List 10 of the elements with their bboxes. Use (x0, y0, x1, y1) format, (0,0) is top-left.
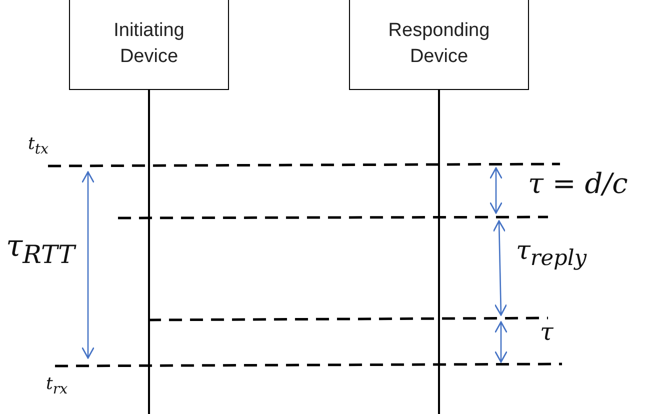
device-label: Responding Device (387, 19, 491, 69)
time-label: t$_{rx}$ (46, 376, 68, 397)
time-label: t$_{tx}$ (28, 136, 49, 157)
interval-label: τ (540, 320, 554, 344)
interval-label: τ = d/c (528, 170, 628, 198)
device-box (349, 0, 529, 90)
interval-label: τ$_{RTT}$ (6, 232, 75, 267)
interval-label: τ$_{reply}$ (516, 238, 587, 270)
device-label: Initiating Device (112, 19, 186, 69)
device-box (69, 0, 229, 90)
